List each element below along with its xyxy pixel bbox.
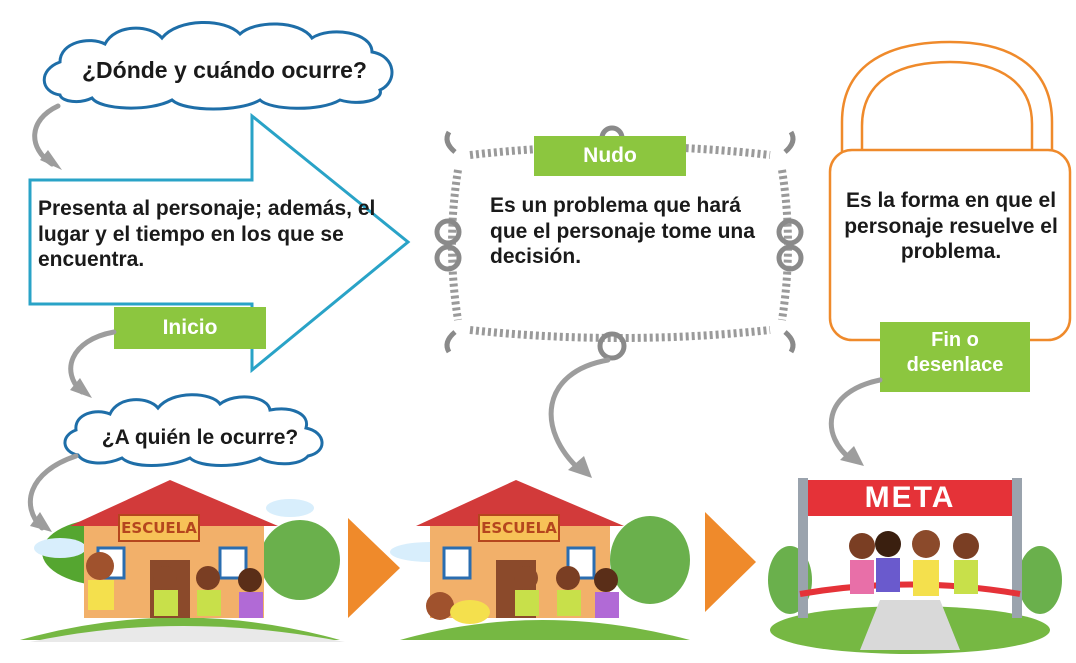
inicio-text: Presenta al personaje; además, el lugar …: [38, 197, 376, 272]
nudo-text: Es un problema que hará que el personaje…: [490, 194, 755, 269]
fin-label: Fin o desenlace: [880, 322, 1030, 392]
nudo-label: Nudo: [534, 136, 686, 176]
inicio-label: Inicio: [114, 307, 266, 349]
cloud-top-text: ¿Dónde y cuándo ocurre?: [82, 57, 367, 83]
scene1-sign: ESCUELA: [118, 514, 200, 542]
cloud-bottom-text: ¿A quién le ocurre?: [101, 426, 299, 449]
scene2-sign: ESCUELA: [478, 514, 560, 542]
meta-banner: META: [808, 480, 1012, 516]
fin-text: Es la forma en que el personaje resuelve…: [844, 189, 1058, 264]
